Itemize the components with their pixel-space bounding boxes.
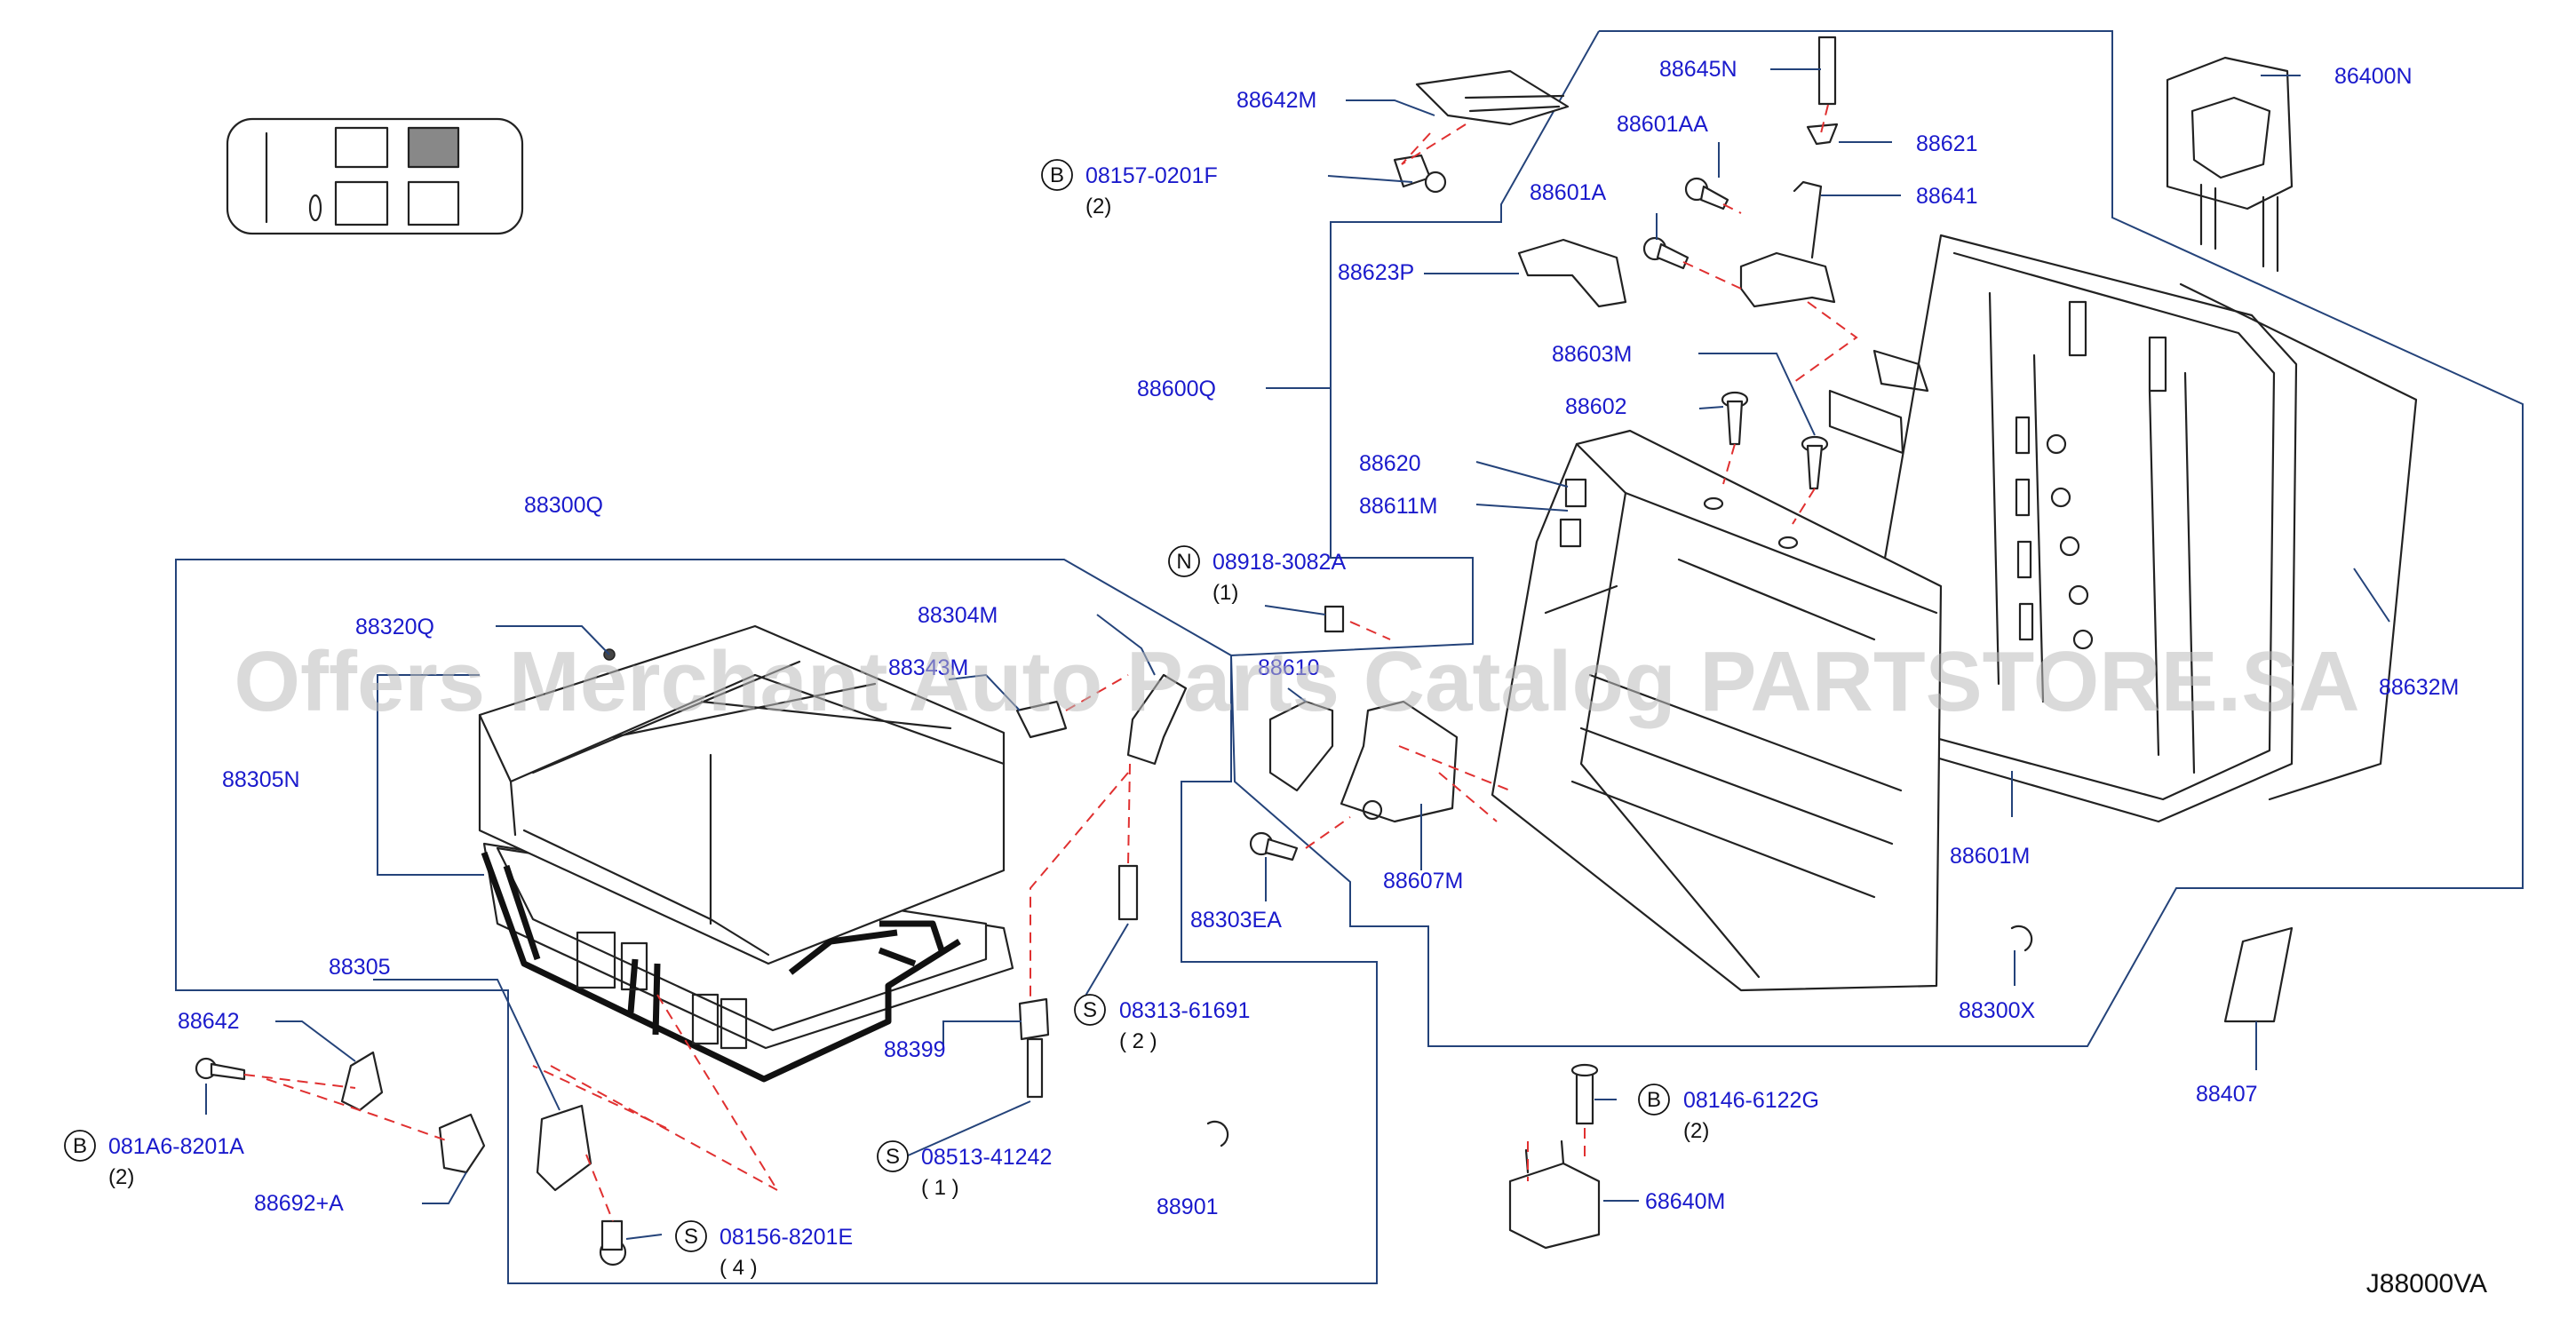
small-parts-lower (195, 925, 2294, 1266)
qty-08146: (2) (1683, 1119, 1709, 1143)
label-88305[interactable]: 88305 (329, 955, 391, 980)
label-88621[interactable]: 88621 (1916, 131, 1978, 156)
group-frame-lines (175, 30, 2524, 1284)
svg-text:S: S (886, 1145, 900, 1169)
label-88901[interactable]: 88901 (1157, 1195, 1219, 1219)
label-86400N[interactable]: 86400N (2334, 64, 2413, 89)
small-parts-upper (1393, 36, 1839, 490)
label-88623P[interactable]: 88623P (1338, 260, 1414, 285)
label-88642M[interactable]: 88642M (1236, 88, 1316, 113)
seat-back-trim (1491, 429, 1943, 992)
qty-08313: ( 2 ) (1119, 1029, 1157, 1053)
circle-marker-b2: B (64, 1130, 96, 1162)
label-88641[interactable]: 88641 (1916, 184, 1978, 209)
seat-back-rear-board (2179, 282, 2418, 801)
circle-marker-s3: S (675, 1220, 707, 1252)
label-08157-0201F[interactable]: 08157-0201F (1085, 163, 1218, 188)
label-88304M[interactable]: 88304M (918, 603, 998, 628)
label-08513-41242[interactable]: 08513-41242 (921, 1145, 1052, 1170)
label-88611M[interactable]: 88611M (1359, 494, 1438, 519)
svg-text:B: B (73, 1134, 87, 1158)
label-88601M[interactable]: 88601M (1950, 844, 2030, 869)
label-08918-3082A[interactable]: 08918-3082A (1212, 550, 1346, 575)
label-88300Q[interactable]: 88300Q (524, 493, 603, 518)
label-08146-6122G[interactable]: 08146-6122G (1683, 1088, 1819, 1113)
part-labels: 86400N 88645N 88642M 88601AA 88621 08157… (108, 57, 2459, 1280)
qty-08157: (2) (1085, 195, 1111, 218)
headrest (2166, 56, 2294, 273)
label-88320Q[interactable]: 88320Q (355, 615, 434, 639)
label-88602[interactable]: 88602 (1565, 394, 1627, 419)
label-08313-61691[interactable]: 08313-61691 (1119, 998, 1250, 1023)
vehicle-seat-locator-icon (226, 117, 524, 235)
label-081A6-8201A[interactable]: 081A6-8201A (108, 1134, 244, 1159)
label-88300X[interactable]: 88300X (1959, 998, 2036, 1023)
circle-marker-s2: S (877, 1140, 909, 1172)
assembly-dashed-lines (243, 104, 1858, 1222)
qty-081A6: (2) (108, 1165, 134, 1189)
label-88343M[interactable]: 88343M (888, 655, 968, 680)
label-88620[interactable]: 88620 (1359, 451, 1421, 476)
svg-text:S: S (1083, 998, 1097, 1022)
label-68640M[interactable]: 68640M (1645, 1189, 1725, 1214)
circle-markers: B N S B S B S (64, 159, 1670, 1252)
label-88610[interactable]: 88610 (1258, 655, 1320, 680)
svg-text:N: N (1176, 550, 1191, 574)
label-88603M[interactable]: 88603M (1552, 342, 1632, 367)
label-88642[interactable]: 88642 (178, 1009, 240, 1034)
label-88407[interactable]: 88407 (2196, 1082, 2258, 1107)
qty-08918: (1) (1212, 581, 1238, 605)
label-08156-8201E[interactable]: 08156-8201E (720, 1225, 853, 1250)
diagram-code: J88000VA (2366, 1269, 2487, 1298)
svg-text:B: B (1050, 163, 1064, 187)
circle-marker-b1: B (1041, 159, 1073, 191)
label-88601AA[interactable]: 88601AA (1617, 112, 1708, 137)
watermark: Offers Merchant Auto Parts Catalog PARTS… (234, 634, 2359, 729)
label-88305N[interactable]: 88305N (222, 767, 300, 792)
label-88607M[interactable]: 88607M (1383, 869, 1463, 893)
circle-marker-s1: S (1074, 994, 1106, 1026)
label-88601A[interactable]: 88601A (1530, 180, 1607, 205)
small-parts-middle (1015, 605, 1459, 1099)
label-88632M[interactable]: 88632M (2379, 675, 2459, 700)
qty-08513: ( 1 ) (921, 1176, 959, 1200)
svg-text:S: S (684, 1225, 698, 1249)
circle-marker-n1: N (1168, 545, 1200, 577)
label-88399[interactable]: 88399 (884, 1037, 946, 1062)
label-88600Q[interactable]: 88600Q (1137, 377, 1216, 401)
label-88645N[interactable]: 88645N (1659, 57, 1737, 82)
label-88303EA[interactable]: 88303EA (1190, 908, 1282, 933)
svg-text:B: B (1647, 1088, 1661, 1112)
label-88692-A[interactable]: 88692+A (254, 1191, 344, 1216)
qty-08156: ( 4 ) (720, 1256, 758, 1280)
circle-marker-b3: B (1638, 1084, 1670, 1116)
leader-lines (205, 68, 2390, 1240)
seat-cushion-assembly (478, 624, 1014, 1083)
